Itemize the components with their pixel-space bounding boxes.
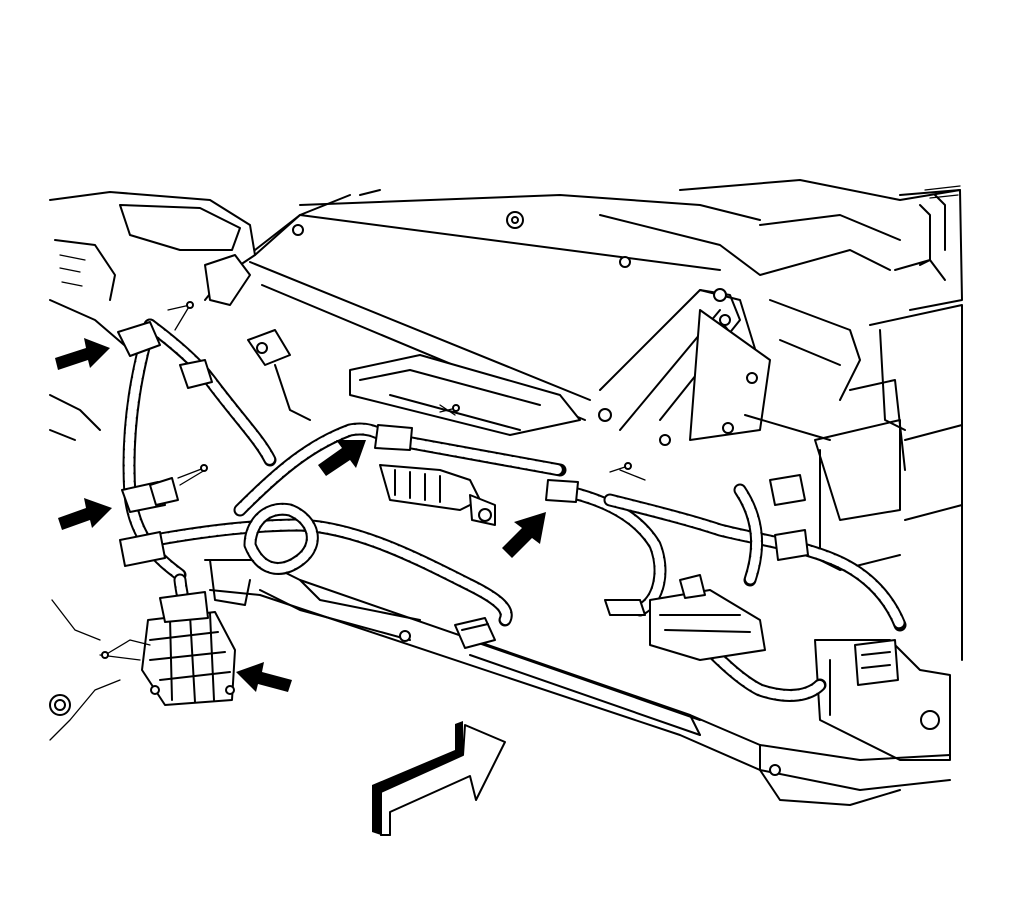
- junction-connector: [379, 464, 496, 526]
- lower-multi-pin-connector: [99, 591, 236, 706]
- small-plug-connector: [454, 617, 496, 649]
- callout-arrow-left-upper: [55, 338, 110, 370]
- center-duct-assembly: [204, 211, 861, 446]
- wiring-harness: [122, 318, 907, 702]
- instrument-panel-frame: [49, 179, 963, 806]
- harness-clips: [117, 304, 646, 567]
- screws: [49, 301, 940, 776]
- callout-arrow-connector-lower: [236, 662, 292, 692]
- callout-arrow-center-upper: [318, 440, 366, 476]
- view-direction-arrow: [372, 721, 506, 836]
- right-connector-assembly: [604, 474, 899, 686]
- callout-arrow-left-middle: [58, 498, 112, 530]
- callout-arrow-center-lower: [502, 512, 546, 558]
